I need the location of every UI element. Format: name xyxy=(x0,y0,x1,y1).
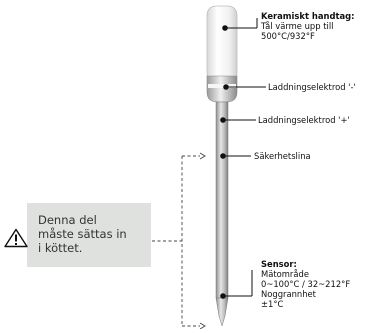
warning-triangle-icon xyxy=(4,228,28,248)
sensor-title: Sensor: xyxy=(261,259,297,269)
ceramic-handle xyxy=(206,5,238,85)
warning-box xyxy=(27,203,151,267)
bracket-arrow-top xyxy=(199,152,206,160)
electrode-minus-label: Laddningselektrod '-' xyxy=(268,82,356,92)
electrode-plus-label: Laddningselektrod '+' xyxy=(258,115,350,125)
handle-line2: 500°C/932°F xyxy=(261,31,315,41)
handle-title: Keramiskt handtag: xyxy=(261,11,355,21)
warning-line3: i köttet. xyxy=(38,241,83,255)
callout-lines xyxy=(220,18,266,299)
probe-tip xyxy=(215,297,229,327)
collar-insulator xyxy=(208,84,236,88)
bracket-arrow-bottom xyxy=(199,322,206,330)
safety-line-label: Säkerhetslina xyxy=(254,151,311,161)
sensor-line4: ±1°C xyxy=(261,299,284,309)
handle-label: Keramiskt handtag: Tål värme upp till 50… xyxy=(261,11,354,41)
warning-line2: måste sättas in xyxy=(38,227,127,241)
probe-shaft xyxy=(215,101,229,299)
insertion-bracket xyxy=(152,155,200,327)
handle-line1: Tål värme upp till xyxy=(261,21,334,31)
sensor-line3: Noggrannhet xyxy=(261,289,316,299)
warning-text: Denna del måste sättas in i köttet. xyxy=(38,213,148,255)
warning-line1: Denna del xyxy=(38,213,97,227)
sensor-label: Sensor: Mätområde 0~100°C / 32~212°F Nog… xyxy=(261,259,350,309)
sensor-line1: Mätområde xyxy=(261,269,309,279)
metal-collar xyxy=(206,75,238,103)
sensor-line2: 0~100°C / 32~212°F xyxy=(261,279,351,289)
